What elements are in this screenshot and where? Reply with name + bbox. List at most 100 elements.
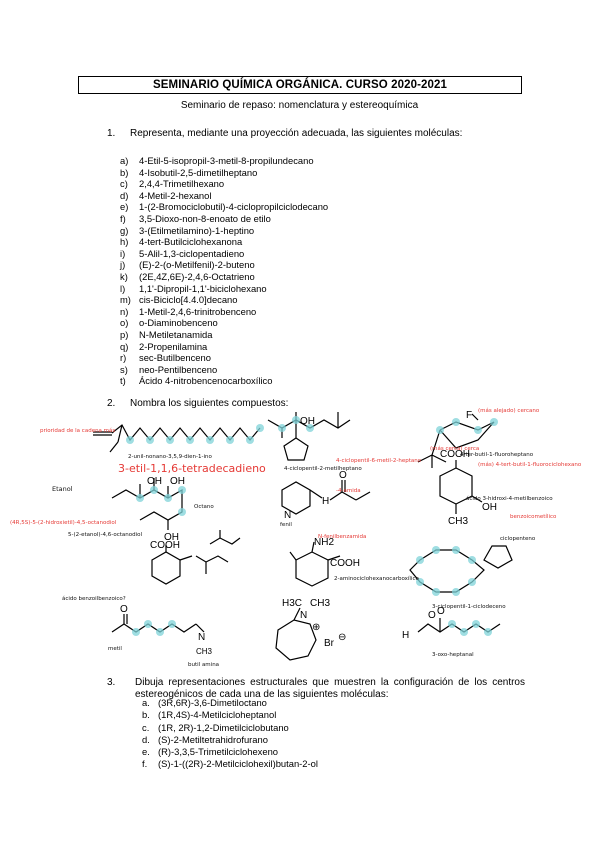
molecule-1 [93, 424, 261, 453]
q1-item-text: 4-Metil-2-hexanol [139, 189, 212, 201]
molecule-11 [275, 607, 317, 661]
q3-item-label: d. [142, 733, 150, 745]
q1-item-label: a) [120, 155, 129, 166]
cooh-label-2: COOH [150, 540, 180, 551]
q1-item-text: 4-Isobutil-2,5-dimetilheptano [139, 166, 258, 178]
br-label: Br [324, 638, 335, 649]
q1-item-label: n) [120, 305, 129, 317]
hw-n3-red: (más alejado) cercano [478, 407, 540, 414]
document-title: SEMINARIO QUÍMICA ORGÁNICA. CURSO 2020-2… [78, 76, 522, 94]
hw-n4-etanol: Etanol [52, 485, 73, 493]
q3-item-text: (3R,6R)-3,6-Dimetiloctano [158, 697, 267, 708]
hw-n3-red3: (más) 4-tert-butil-1-fluorociclohexano [478, 461, 582, 468]
q1-item: h)4-tert-Butilciclohexanona [120, 236, 328, 248]
n-amide-label: N [284, 510, 291, 521]
h-amide-label: H [322, 496, 329, 507]
q1-item-label: l) [120, 282, 126, 294]
q1-item-text: (2E,4Z,6E)-2,4,6-Octatrieno [139, 270, 255, 282]
molecule-8 [289, 541, 341, 587]
f-label: F [466, 410, 472, 421]
hw-n2-note: 4-ciclopentil-6-metil-2-heptano [336, 458, 422, 464]
molecule-5 [281, 480, 371, 515]
hw-n4-octano: Octano [194, 504, 214, 510]
oh-label-1: OH [300, 416, 315, 427]
q2-text: Nombra los siguientes compuestos: [130, 398, 289, 409]
q3-item-text: (R)-3,3,5-Trimetilciclohexeno [158, 746, 278, 758]
hw-n8: 2-aminociclohexanocarboxílico [334, 575, 420, 582]
q1-item-text: sec-Butilbenceno [139, 352, 211, 364]
oh-acid-label: OH [482, 502, 497, 513]
o-amide-label: O [339, 470, 347, 481]
q1-item-text: 5-Alil-1,3-ciclopentadieno [139, 247, 245, 259]
q1-item: q) 2-Propenilamina [120, 341, 328, 353]
q3-item-text: (S)-1-((2R)-2-Metilciclohexil)butan-2-ol [158, 758, 318, 770]
hw-n1: 3-etil-1,1,6-tetradecadieno [118, 462, 266, 475]
q1-list: a) 4-Etil-5-isopropil-3-metil-8-propilund… [120, 155, 328, 387]
molecule-10 [111, 614, 205, 633]
q1-item: d) 4-Metil-2-hexanol [120, 190, 328, 202]
q1-item: e) 1-(2-Bromociclobutil)-4-ciclopropilcic… [120, 201, 328, 213]
q1-item: g) 3-(Etilmetilamino)-1-heptino [120, 225, 328, 237]
q1-item-text: (E)-2-(o-Metilfenil)-2-buteno [139, 259, 255, 271]
q3-text: Dibuja representaciones estructurales qu… [135, 677, 525, 700]
q1-item-text: N-Metiletanamida [139, 328, 213, 340]
q1-item-text: 1,1'-Dipropil-1,1'-biciclohexano [139, 282, 267, 294]
q1-item: f)3,5-Dioxo-non-8-enoato de etilo [120, 213, 328, 225]
q1-item-label: e) [120, 201, 129, 213]
q3-item: a.(3R,6R)-3,6-Dimetiloctano [142, 697, 318, 709]
q1-item-label: b) [120, 166, 129, 178]
q2-number: 2. [107, 398, 116, 409]
hw-n2: 4-ciclopentil-2-metilheptano [284, 466, 362, 472]
q1-item: o)o-Diaminobenceno [120, 317, 328, 329]
ch3-amine-label: CH3 [196, 647, 213, 656]
q1-item-label: c) [120, 178, 128, 190]
oh-label-3: OH [170, 476, 185, 487]
q3-item: d.(S)-2-Metiltetrahidrofurano [142, 734, 318, 746]
q3-item-text: (1R, 2R)-1,2-Dimetilciclobutano [158, 721, 289, 733]
q1-item-label: g) [120, 224, 129, 236]
q1-item: k)(2E,4Z,6E)-2,4,6-Octatrieno [120, 271, 328, 283]
q1-item-text: 2,4,4-Trimetilhexano [139, 178, 225, 190]
q1-item-label: d) [120, 189, 129, 201]
q1-item-text: cis-Biciclo[4.4.0]decano [139, 294, 238, 306]
q3-item: c.(1R, 2R)-1,2-Dimetilciclobutano [142, 722, 318, 734]
oh-label-4: OH [164, 532, 179, 543]
q1-item: s)neo-Pentilbenceno [120, 364, 328, 376]
hw-n5-note: -4-amida [336, 488, 361, 494]
q1-item-label: m) [120, 294, 131, 306]
hw-n4: 5-(2-etanol)-4,6-octanodiol [68, 532, 143, 538]
hw-n1-note: 2-unil-nonano-3,5,9-dien-1-ino [128, 454, 212, 460]
hw-n6-red: benzoicometílico [510, 513, 557, 520]
q1-item: n)1-Metil-2,4,6-trinitrobenceno [120, 306, 328, 318]
q1-item-label: s) [120, 363, 128, 375]
hw-n7: ácido benzoilbenzoico? [62, 595, 126, 602]
q1-item-text: Ácido 4-nitrobencenocarboxílico [139, 375, 273, 387]
molecule-7b [209, 530, 241, 545]
q1-item-text: 4-Etil-5-isopropil-3-metil-8-propilundec… [139, 155, 314, 166]
q1-item-text: 3-(Etilmetilamino)-1-heptino [139, 224, 255, 236]
q1-item-label: q) [120, 340, 129, 352]
q3-item: f. (S)-1-((2R)-2-Metilciclohexil)butan-2-… [142, 758, 318, 770]
q1-item-text: 3,5-Dioxo-non-8-enoato de etilo [139, 212, 271, 224]
molecule-6 [439, 460, 483, 514]
q3-item-label: f. [142, 758, 148, 770]
highlight-marks [126, 416, 498, 636]
molecule-9 [409, 545, 513, 593]
q1-item: t)Ácido 4-nitrobencenocarboxílico [120, 375, 328, 387]
oh-label-2: OH [147, 476, 162, 487]
cooh-label-1: COOH [440, 449, 470, 460]
ch3-acid-label: CH3 [448, 516, 468, 527]
q1-item: r)sec-Butilbenceno [120, 352, 328, 364]
h3c-label: H3C [282, 598, 302, 609]
q1-item-text: 4-tert-Butilciclohexanona [139, 236, 243, 248]
q1-item: m) cis-Biciclo[4.4.0]decano [120, 294, 328, 306]
hw-n9-side: ciclopenteno [500, 536, 536, 542]
q3-item: b.(1R,4S)-4-Metilcicloheptanol [142, 709, 318, 721]
q3-item: e.(R)-3,3,5-Trimetilciclohexeno [142, 746, 318, 758]
o-ester-label: O [120, 604, 128, 615]
q1-item-text: 1-(2-Bromociclobutil)-4-ciclopropilciclo… [139, 201, 329, 213]
hw-n10-label: metil [108, 646, 122, 652]
q1-item: c) 2,4,4-Trimetilhexano [120, 178, 328, 190]
hw-n3-note: 4-ter-butil-1-fluoroheptano [460, 452, 534, 458]
q1-item-text: 2-Propenilamina [139, 340, 208, 352]
